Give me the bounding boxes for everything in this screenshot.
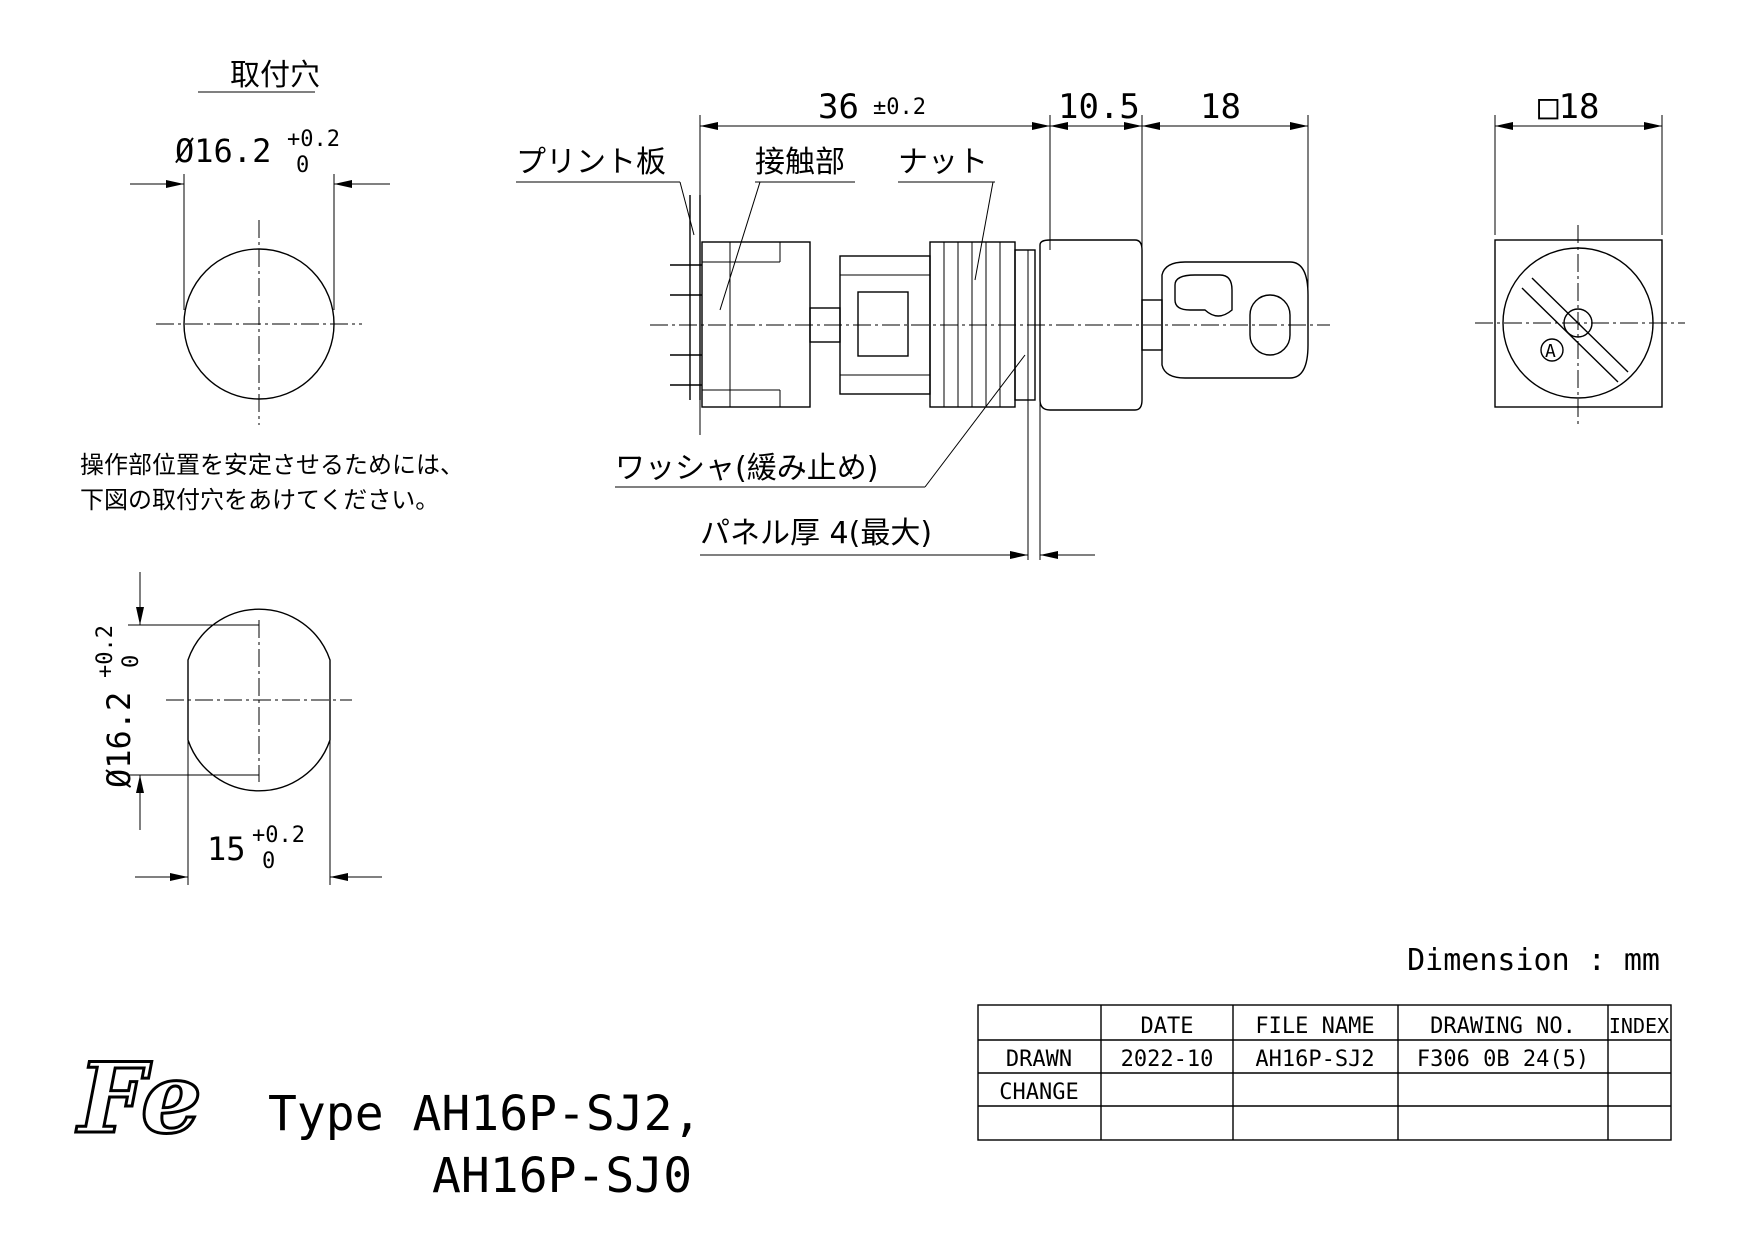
hole-dia-tol-upper: +0.2 [287,127,340,152]
bezel [1039,239,1143,411]
dim-36-tol: ±0.2 [873,95,926,120]
dim-10-5-label: 10.5 [1058,87,1140,127]
type-line-2: AH16P-SJ0 [432,1148,692,1204]
dim-36-label: 36 [818,87,859,127]
key-mark: A [1545,341,1556,362]
flat-width-label: 15 [207,830,246,868]
type-line-1: Type AH16P-SJ2, [268,1086,701,1142]
logo-text: Fe [75,1042,202,1155]
title-block: DATE FILE NAME DRAWING NO. INDEX DRAWN 2… [977,1004,1672,1141]
mounting-hole-title: 取付穴 [230,58,320,93]
hole-dia-label: Ø16.2 [175,132,271,170]
mounting-note-line2: 下図の取付穴をあけてください。 [80,486,439,514]
tb-header-date: DATE [1141,1014,1194,1039]
side-view: 36 ±0.2 10.5 18 [516,87,1330,560]
tb-row-drawn-drawingno: F306 0B 24(5) [1417,1047,1589,1072]
flat-width-tol-lower: 0 [262,849,275,874]
front-view: □18 A [1475,87,1685,425]
tb-header-drawingno: DRAWING NO. [1430,1014,1576,1039]
label-pcb: プリント板 [516,145,666,180]
label-panel: パネル厚 4(最大) [700,516,932,551]
tb-header-filename: FILE NAME [1255,1014,1374,1039]
flat-width-tol-upper: +0.2 [252,823,305,848]
dim-18-label: 18 [1200,87,1241,127]
tb-row-drawn-date: 2022-10 [1121,1047,1214,1072]
flat-hole-dia-label: Ø16.2 [100,692,138,788]
dim-square-label: □18 [1538,87,1599,127]
tb-row-drawn-file: AH16P-SJ2 [1255,1047,1374,1072]
label-contact: 接触部 [755,145,845,180]
flat-hole-dia-tol-upper: +0.2 [93,625,118,678]
mounting-note-line1: 操作部位置を安定させるためには、 [80,451,464,479]
label-nut: ナット [898,145,988,180]
hole-dia-tol-lower: 0 [296,153,309,178]
mounting-hole-round-view: 取付穴 Ø16.2 +0.2 0 操作部位置を安定させるためには、 下図の取付穴… [80,58,464,514]
flat-hole-dia-tol-lower: 0 [119,655,144,668]
key [1161,261,1309,379]
mounting-hole-flat-view: Ø16.2 +0.2 0 15 +0.2 0 [93,572,382,885]
tb-row-drawn-label: DRAWN [1006,1047,1072,1072]
tb-row-change-label: CHANGE [999,1080,1078,1105]
label-washer: ワッシャ(緩み止め) [615,451,878,486]
tb-header-index: INDEX [1609,1014,1669,1038]
dimension-unit: Dimension : mm [1407,943,1660,978]
fe-logo: Fe [74,1041,204,1157]
